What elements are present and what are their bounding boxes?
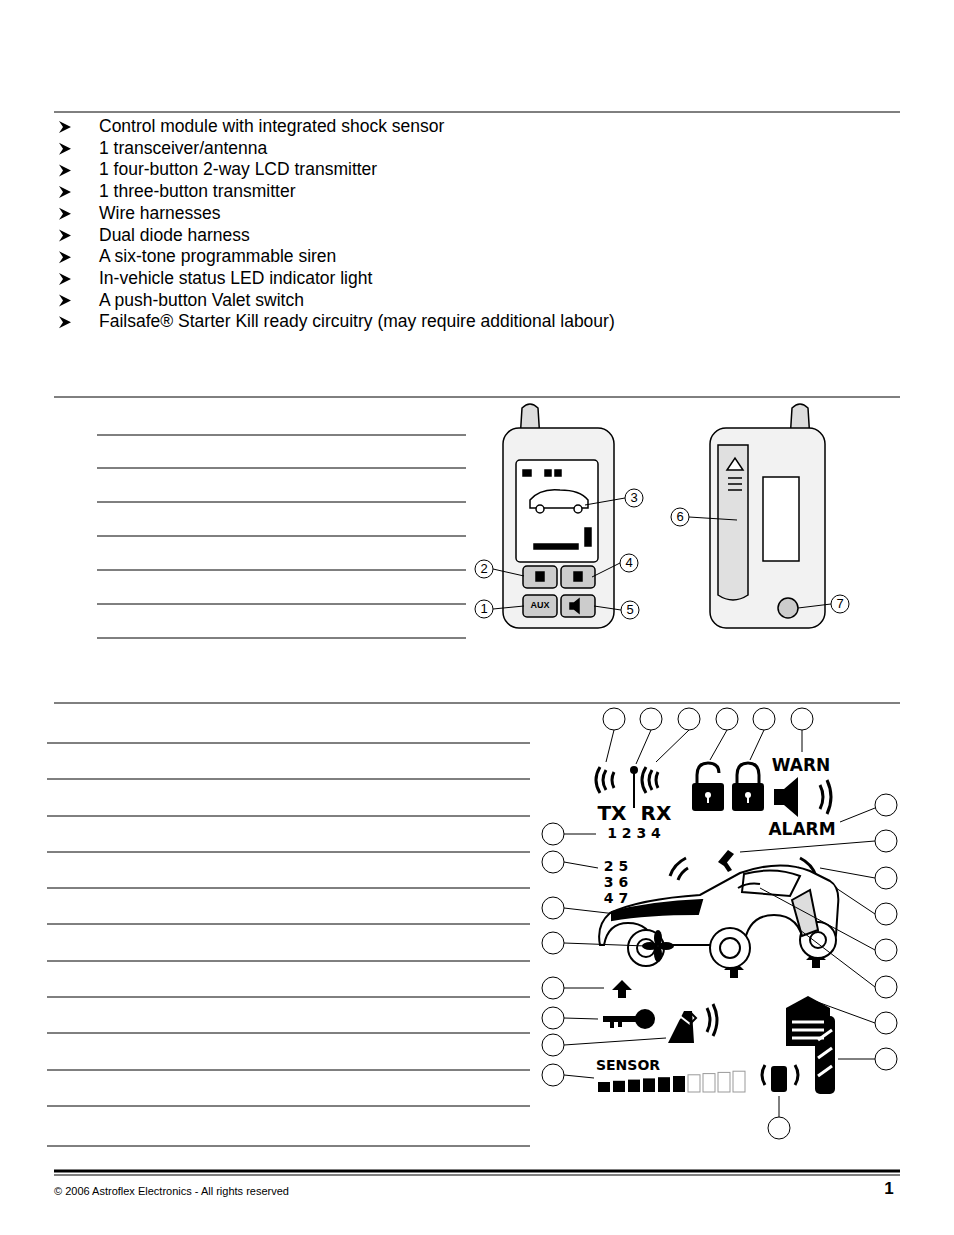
lcd-label: 3 6 xyxy=(604,875,628,890)
bullet-item: Control module with integrated shock sen… xyxy=(99,117,444,136)
bullet-item: Failsafe® Starter Kill ready circuitry (… xyxy=(99,313,615,332)
lcd-label: WARN xyxy=(772,756,830,775)
callout-number: 6 xyxy=(676,510,683,524)
bullet-item: A push-button Valet switch xyxy=(99,291,304,310)
bullet-item: A six-tone programmable siren xyxy=(99,248,336,267)
lcd-label: 1 2 3 4 xyxy=(607,826,661,841)
bullet-item: 1 four-button 2-way LCD transmitter xyxy=(99,161,377,180)
copyright-footer: © 2006 Astroflex Electronics - All right… xyxy=(54,1185,289,1197)
callout-number: 4 xyxy=(625,556,632,570)
bullet-item: Dual diode harness xyxy=(99,226,250,245)
lcd-label: SENSOR xyxy=(596,1058,660,1073)
callout-number: 1 xyxy=(480,602,487,616)
bullet-item: Wire harnesses xyxy=(99,204,221,223)
lcd-label: 2 5 xyxy=(604,859,628,874)
lcd-label: ALARM xyxy=(768,820,835,839)
callout-number: 7 xyxy=(836,597,843,611)
bullet-item: 1 transceiver/antenna xyxy=(99,139,267,158)
callout-number: 3 xyxy=(630,491,637,505)
callout-number: 2 xyxy=(480,562,487,576)
lcd-label: TX xyxy=(597,802,626,824)
page-number: 1 xyxy=(884,1180,893,1199)
lcd-label: 4 7 xyxy=(604,891,628,906)
bullet-item: 1 three-button transmitter xyxy=(99,182,295,201)
callout-number: 5 xyxy=(626,603,633,617)
lcd-label: RX xyxy=(641,802,672,824)
bullet-item: In-vehicle status LED indicator light xyxy=(99,269,372,288)
button-label: AUX xyxy=(530,601,549,611)
